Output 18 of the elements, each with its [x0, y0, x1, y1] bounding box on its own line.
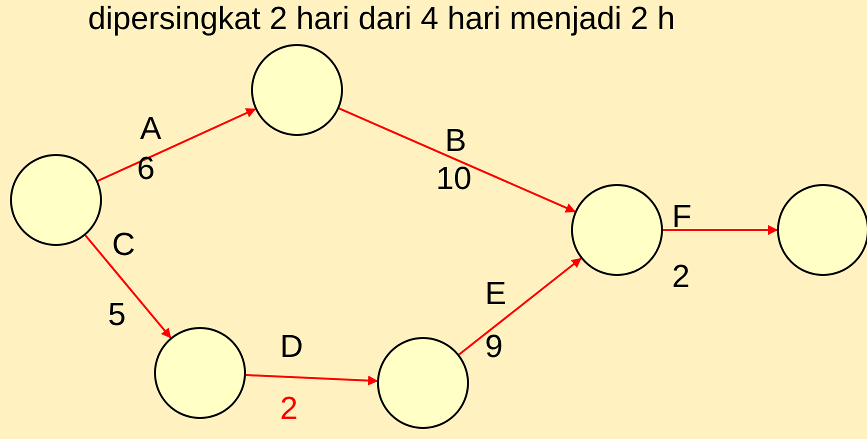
note-text: dipersingkat 2 hari dari 4 hari menjadi 2 h [88, 0, 675, 36]
arrow [84, 234, 172, 338]
arrow [338, 108, 576, 213]
arrow [663, 225, 778, 235]
activity-label: F [672, 198, 692, 234]
duration-label: 6 [137, 150, 155, 186]
duration-label: 5 [108, 296, 126, 332]
activity-label: B [445, 122, 466, 158]
activity-label: D [280, 328, 304, 364]
duration-label: 9 [485, 328, 503, 364]
arrow [97, 108, 256, 182]
duration-label: 2 [280, 390, 298, 426]
activity-label: A [140, 110, 162, 146]
arrow [246, 374, 378, 386]
duration-label: 2 [672, 258, 690, 294]
activity-label: C [112, 226, 136, 262]
activity-label: E [485, 275, 506, 311]
duration-label: 10 [436, 160, 472, 196]
